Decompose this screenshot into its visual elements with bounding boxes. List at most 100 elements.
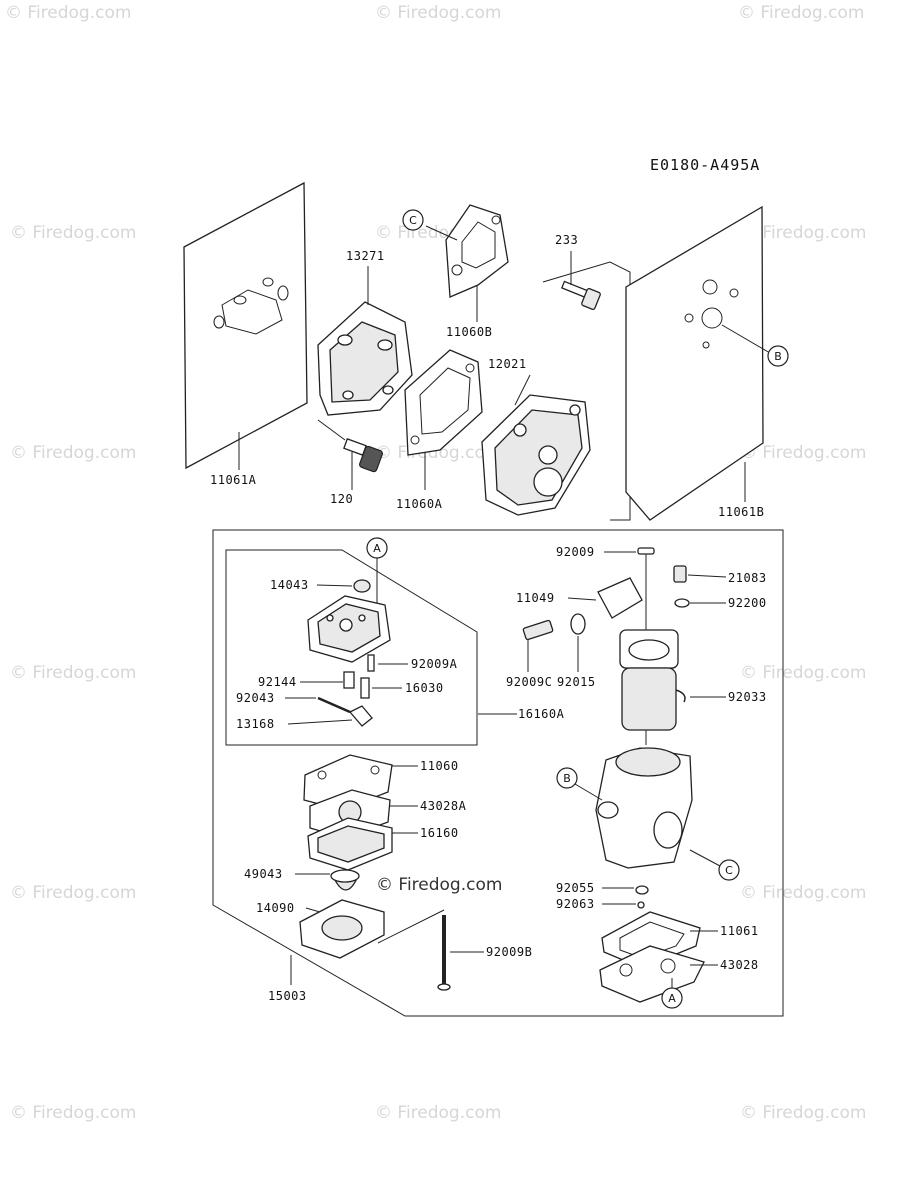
ref-marker-c <box>402 209 424 231</box>
part-label: 92200 <box>728 596 767 610</box>
part-label: 92009A <box>411 657 458 671</box>
spring-92144: 92144 <box>258 671 355 689</box>
part-label: 15003 <box>268 989 307 1003</box>
watermark: © Firedog.com <box>740 663 866 683</box>
carburetor-15003: 15003 <box>268 955 307 1003</box>
clip-92033: 92033 <box>675 689 767 704</box>
watermark: © Firedog.com <box>375 443 501 463</box>
watermark: © Firedog.com <box>5 3 131 23</box>
part-label: 21083 <box>728 571 767 585</box>
watermark: © Firedog.com <box>375 3 501 23</box>
part-label: 92144 <box>258 675 297 689</box>
watermark: © Firedog.com <box>740 883 866 903</box>
lever-13168: 13168 <box>236 705 373 731</box>
nut-92015: 92015 <box>557 613 596 689</box>
gasket-sheet-11061A: 11061A <box>183 181 308 487</box>
part-label: 16030 <box>405 681 444 695</box>
valve-14043: 14043 <box>270 578 371 593</box>
part-label: 14090 <box>256 901 295 915</box>
ref-a-bottom: A <box>661 978 683 1009</box>
plate-12021: 12021 <box>481 261 631 521</box>
part-label: 11060A <box>396 497 443 511</box>
watermark: © Firedog.com <box>375 1103 501 1123</box>
part-label: 120 <box>330 492 353 506</box>
lever-11049: 11049 <box>516 577 643 619</box>
oring-92055: 92055 <box>556 881 649 895</box>
part-label: 92015 <box>557 675 596 689</box>
ref-b-lower: B <box>556 767 603 801</box>
gasket-11060B: C 11060B <box>402 204 509 339</box>
watermark: © Firedog.com <box>740 223 866 243</box>
part-label: 11061B <box>718 505 764 519</box>
pin-16030: 16030 <box>360 677 444 699</box>
ref-letter: A <box>668 992 676 1005</box>
ref-marker-b <box>767 345 789 367</box>
ref-letter: C <box>725 864 733 877</box>
plug-92063: 92063 <box>556 897 645 911</box>
ref-letter: B <box>563 772 571 785</box>
screw-92009C: 92009C <box>506 619 554 689</box>
watermark: © Firedog.com <box>10 883 136 903</box>
center-watermark: © Firedog.com <box>376 875 502 895</box>
watermark: © Firedog.com <box>10 663 136 683</box>
watermark: © Firedog.com <box>740 443 866 463</box>
screw-92009A: 92009A <box>367 654 458 672</box>
carburetor-assembly-outline <box>212 529 784 1017</box>
part-label: 11061 <box>720 924 759 938</box>
part-label: 92033 <box>728 690 767 704</box>
watermark: © Firedog.com <box>740 1103 866 1123</box>
part-label: 92009C <box>506 675 552 689</box>
knob-screw-120: 120 <box>317 419 383 506</box>
diaphragm-43028: 43028 <box>599 945 759 1003</box>
carburetor-body <box>595 747 693 869</box>
ref-letter: B <box>774 350 782 363</box>
part-label: 49043 <box>244 867 283 881</box>
subassembly-16160A: 16160A <box>478 707 565 721</box>
part-label: 43028 <box>720 958 759 972</box>
pump-body <box>307 595 391 663</box>
insulator-13271: 13271 <box>317 249 413 416</box>
washer-92200: 92200 <box>674 596 767 610</box>
part-label: 92009B <box>486 945 532 959</box>
primer-bulb-49043: 49043 <box>244 867 360 891</box>
diagram-code: E0180-A495A <box>650 156 760 174</box>
subassembly-16160A-outline <box>225 549 478 746</box>
part-label: 43028A <box>420 799 467 813</box>
ref-marker-b <box>556 767 578 789</box>
part-label: 11060B <box>446 325 492 339</box>
part-label: 92043 <box>236 691 275 705</box>
screw-21083: 21083 <box>673 565 767 585</box>
part-label: 11060 <box>420 759 459 773</box>
part-label: 233 <box>555 233 578 247</box>
watermark: © Firedog.com <box>10 223 136 243</box>
watermark: © Firedog.com <box>10 1103 136 1123</box>
part-label: 12021 <box>488 357 527 371</box>
watermark: © Firedog.com <box>738 3 864 23</box>
ref-letter: A <box>373 542 381 555</box>
ref-c-lower: C <box>689 849 740 881</box>
gasket-11060A: 11060A <box>396 349 483 511</box>
part-label: 92009 <box>556 545 595 559</box>
pump-body-16160: 16160 <box>307 817 459 871</box>
screw-92009B: 92009B <box>377 909 532 991</box>
part-label: 11049 <box>516 591 555 605</box>
gasket-sheet-11061B: B 11061B <box>625 205 789 521</box>
ref-letter: C <box>409 214 417 227</box>
watermark-layer: © Firedog.com © Firedog.com © Firedog.co… <box>5 3 866 1123</box>
part-label: 92055 <box>556 881 595 895</box>
throttle-barrel <box>619 629 679 731</box>
part-label: 13168 <box>236 717 275 731</box>
ref-marker-c <box>718 859 740 881</box>
screw-233: 233 <box>555 233 601 311</box>
part-label: 11061A <box>210 473 257 487</box>
part-label: 16160A <box>518 707 565 721</box>
ref-a-top: A <box>366 537 388 610</box>
pin-92043: 92043 <box>236 691 351 714</box>
part-label: 16160 <box>420 826 459 840</box>
part-label: 92063 <box>556 897 595 911</box>
watermark: © Firedog.com <box>10 443 136 463</box>
cover-14090: 14090 <box>256 899 385 959</box>
part-label: 14043 <box>270 578 309 592</box>
part-label: 13271 <box>346 249 385 263</box>
